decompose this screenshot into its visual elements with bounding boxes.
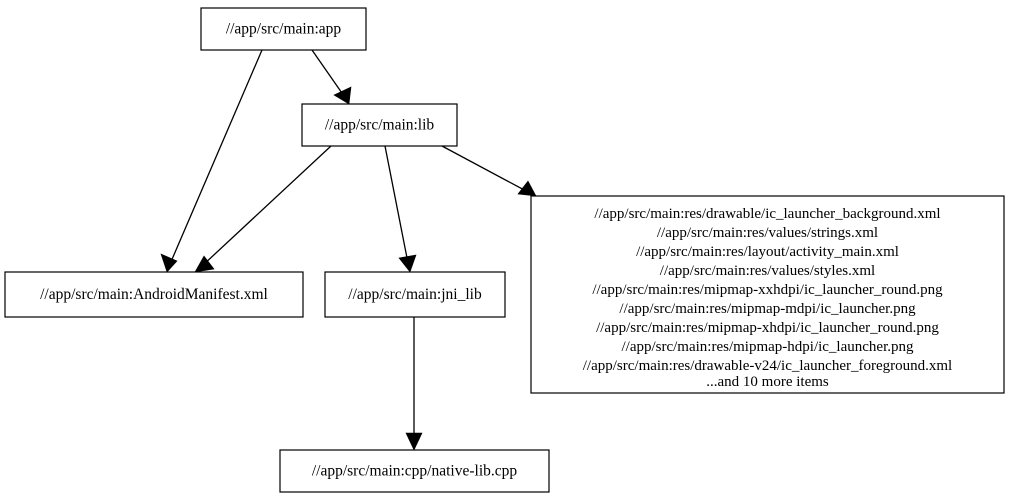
edge-lib-to-resources: [441, 145, 537, 197]
edge-app-to-manifest: [160, 49, 263, 273]
node-jni-lib-label: //app/src/main:jni_lib: [348, 286, 482, 303]
edge-lib-to-jni-lib: [384, 145, 417, 273]
resources-line-3: //app/src/main:res/layout/activity_main.…: [636, 244, 899, 260]
resources-line-10-more-items: ...and 10 more items: [706, 374, 829, 390]
node-native-lib-cpp-label: //app/src/main:cpp/native-lib.cpp: [312, 463, 518, 480]
resources-line-2: //app/src/main:res/values/strings.xml: [657, 225, 878, 241]
node-app-label: //app/src/main:app: [226, 21, 342, 38]
resources-line-8: //app/src/main:res/mipmap-hdpi/ic_launch…: [621, 339, 914, 355]
resources-line-5: //app/src/main:res/mipmap-xxhdpi/ic_laun…: [592, 282, 943, 298]
resources-line-4: //app/src/main:res/values/styles.xml: [660, 263, 875, 279]
node-app[interactable]: //app/src/main:app: [200, 7, 367, 51]
resources-line-9: //app/src/main:res/drawable-v24/ic_launc…: [583, 358, 952, 374]
node-resources-block[interactable]: //app/src/main:res/drawable/ic_launcher_…: [530, 195, 1005, 394]
edge-jni-lib-to-native-lib: [405, 317, 423, 451]
resources-line-6: //app/src/main:res/mipmap-mdpi/ic_launch…: [619, 301, 916, 317]
resources-line-1: //app/src/main:res/drawable/ic_launcher_…: [594, 206, 940, 222]
node-lib[interactable]: //app/src/main:lib: [301, 103, 458, 147]
node-native-lib-cpp[interactable]: //app/src/main:cpp/native-lib.cpp: [279, 449, 550, 493]
edge-lib-to-manifest: [194, 145, 332, 273]
node-android-manifest[interactable]: //app/src/main:AndroidManifest.xml: [4, 271, 304, 318]
node-lib-label: //app/src/main:lib: [325, 117, 435, 134]
resources-line-7: //app/src/main:res/mipmap-xhdpi/ic_launc…: [596, 320, 939, 336]
edge-app-to-lib: [311, 49, 352, 105]
node-android-manifest-label: //app/src/main:AndroidManifest.xml: [40, 286, 268, 303]
node-jni-lib[interactable]: //app/src/main:jni_lib: [324, 271, 506, 318]
